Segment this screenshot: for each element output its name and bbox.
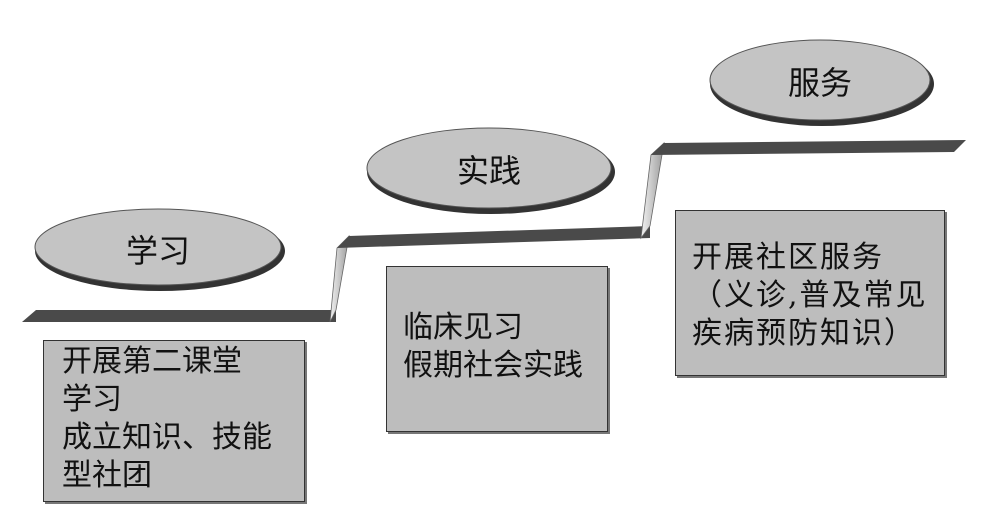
box-learn: 开展第二课堂 学习 成立知识、技能 型社团 [43, 340, 305, 502]
stage-title-learn: 学习 [125, 232, 190, 270]
ellipse-service [709, 39, 931, 121]
ellipse-practice [366, 127, 612, 209]
box-service-line: 疾病预防知识） [692, 316, 916, 351]
box-learn-line: 型社团 [62, 458, 152, 493]
box-learn-line: 成立知识、技能 [62, 420, 272, 455]
ellipse-learn [34, 208, 282, 286]
box-service-line: 开展社区服务 [692, 240, 884, 275]
box-service-line: （义诊,普及常见 [692, 278, 928, 313]
box-practice-line: 临床见习 [403, 310, 523, 345]
stage-title-practice: 实践 [456, 152, 521, 190]
box-learn-line: 学习 [62, 382, 122, 417]
box-service: 开展社区服务 （义诊,普及常见 疾病预防知识） [675, 210, 945, 376]
box-learn-line: 开展第二课堂 [62, 344, 242, 379]
box-practice: 临床见习 假期社会实践 [386, 266, 608, 432]
stage-title-service: 服务 [787, 64, 852, 102]
step-1-tread [22, 310, 336, 322]
box-practice-line: 假期社会实践 [403, 348, 583, 383]
step-1-riser [329, 234, 350, 323]
step-3-tread [651, 140, 966, 155]
step-2-tread [337, 226, 650, 248]
step-2-riser [640, 141, 665, 240]
